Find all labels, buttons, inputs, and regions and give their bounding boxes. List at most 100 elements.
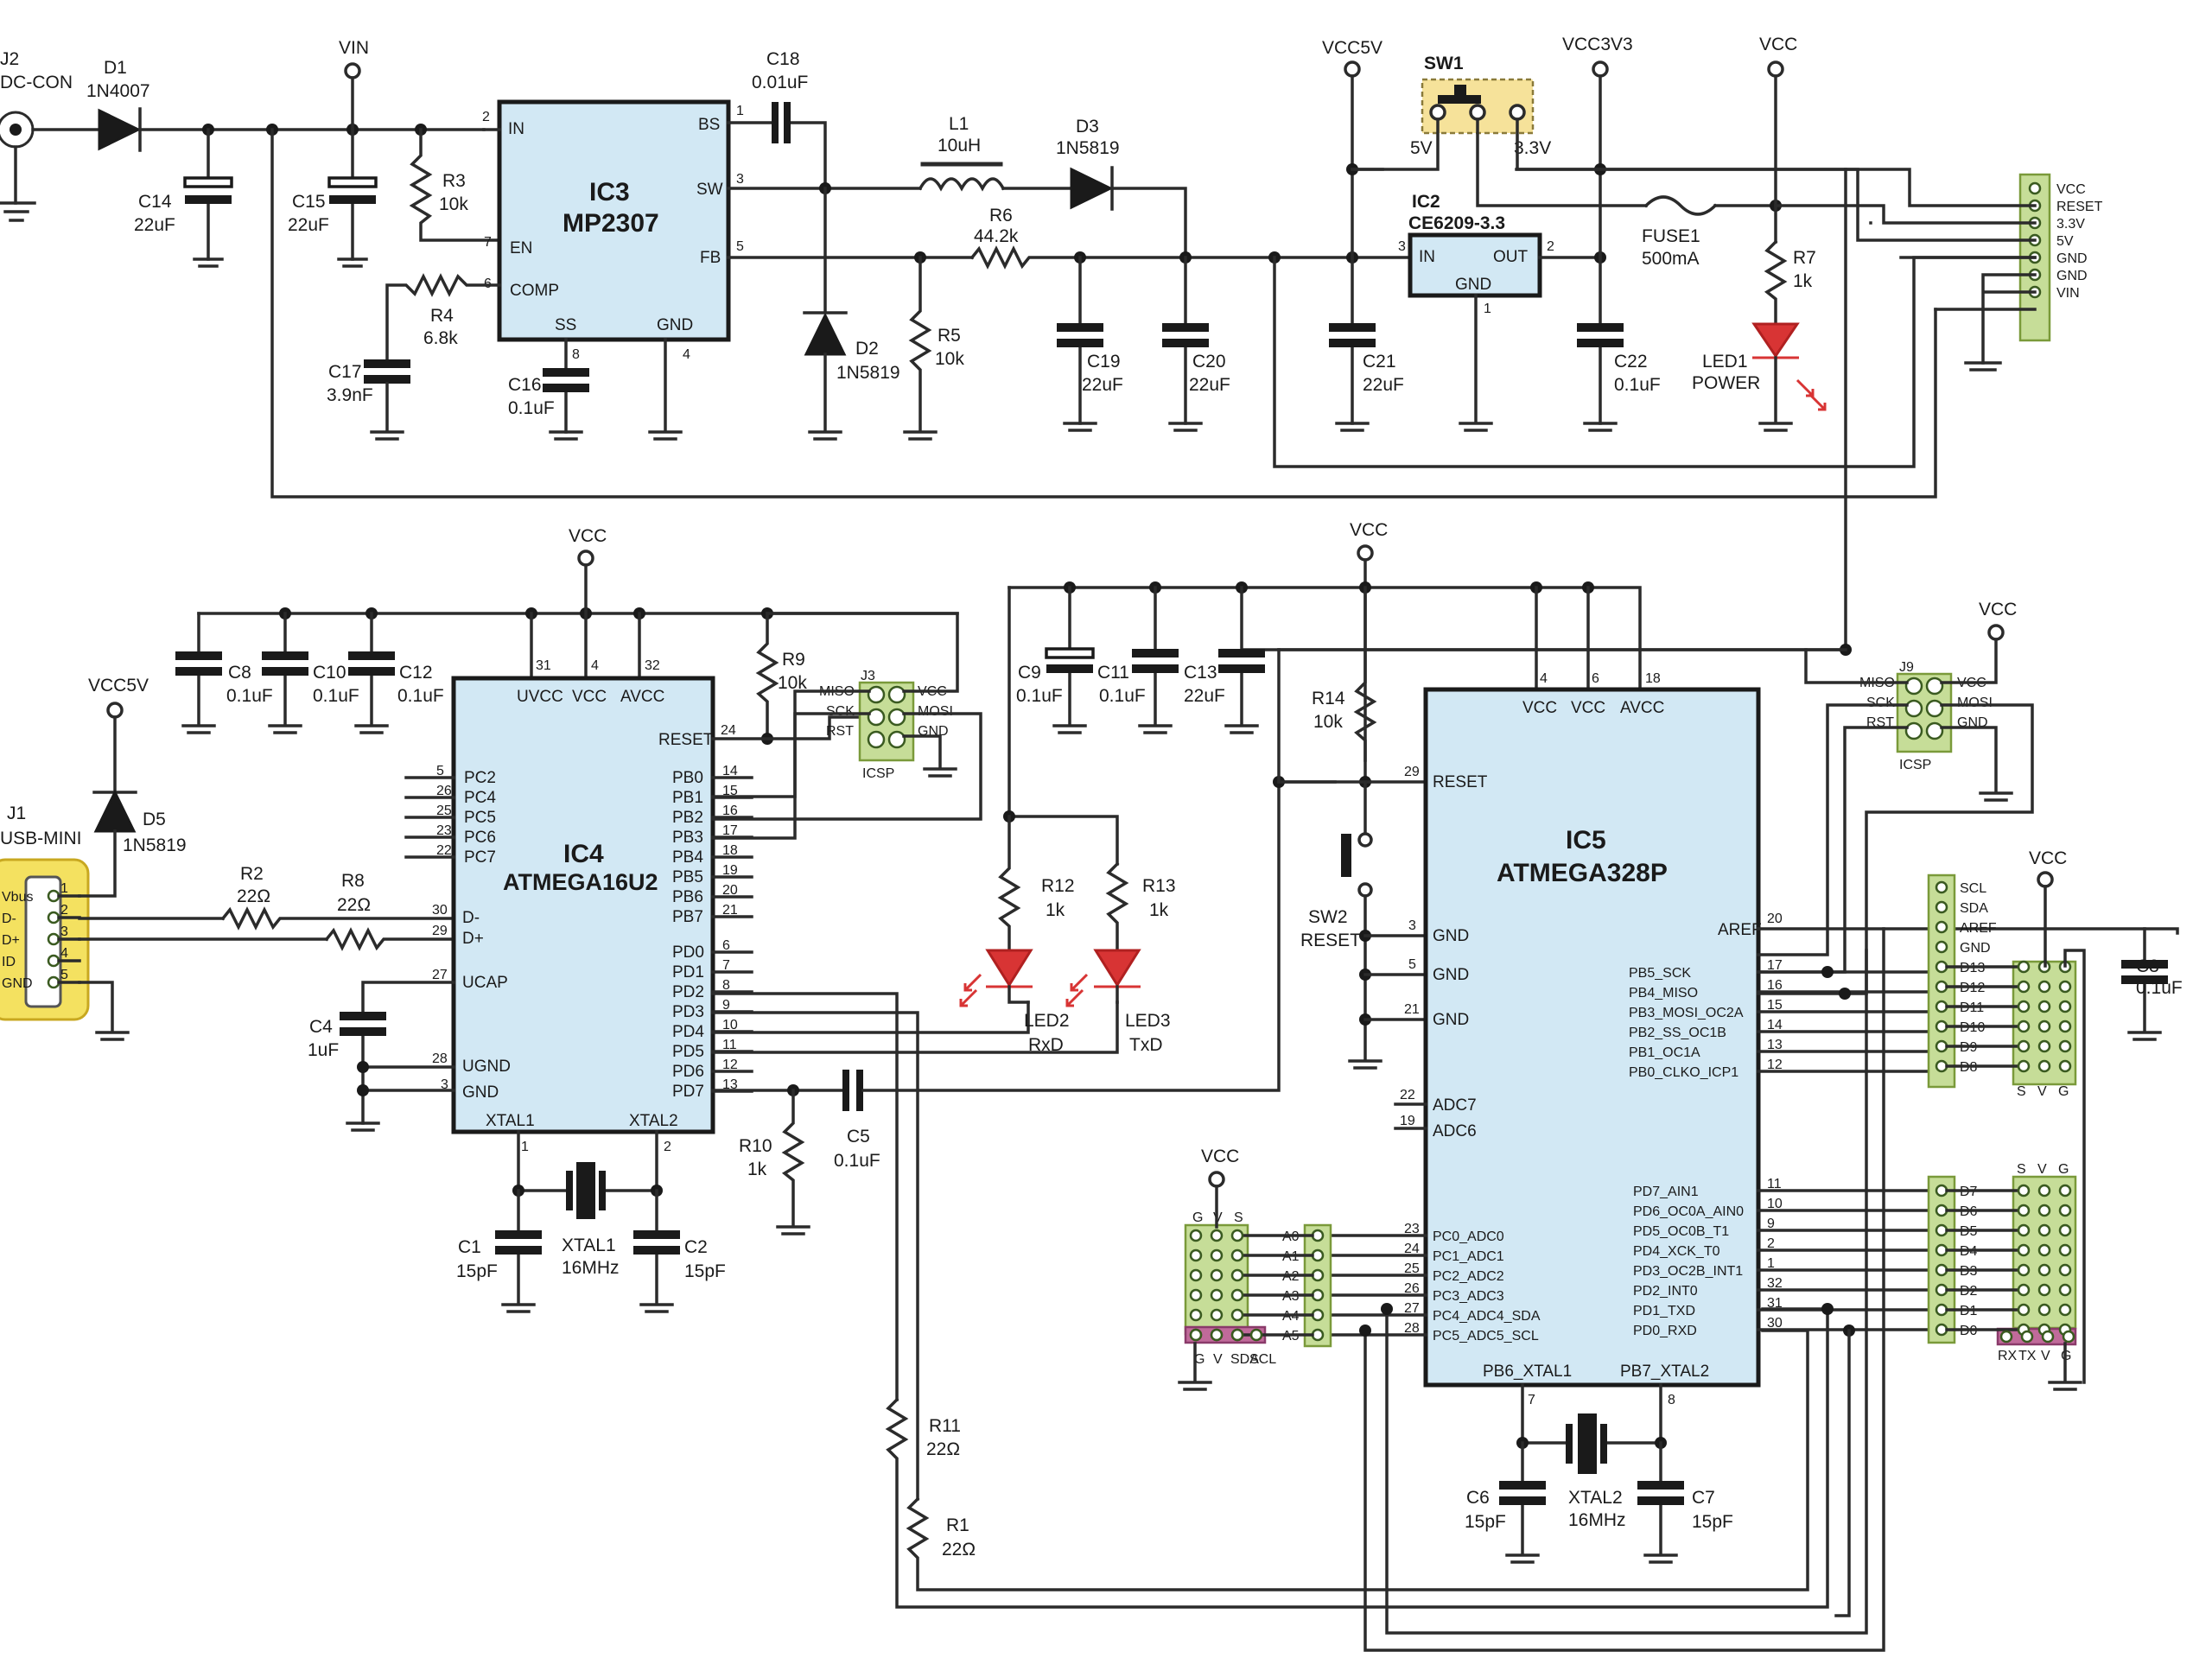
svg-text:10k: 10k (935, 349, 964, 369)
header-c-pin (1935, 1243, 1948, 1257)
svg-text:15pF: 15pF (1465, 1512, 1506, 1532)
svg-text:RxD: RxD (1028, 1035, 1064, 1055)
ic5-pc-pin-label: PC3_ADC3 (1433, 1289, 1504, 1304)
svg-text:5V: 5V (1410, 138, 1433, 158)
svg-text:5: 5 (1408, 957, 1416, 972)
header-c-3pin (2058, 1263, 2072, 1277)
svg-text:R8: R8 (341, 871, 365, 891)
header-b-3pin (2058, 980, 2072, 994)
ic4-right-pin-label: PD7 (672, 1083, 704, 1101)
svg-text:0.1uF: 0.1uF (1099, 686, 1146, 706)
svg-text:IN: IN (1419, 248, 1435, 266)
svg-text:0.1uF: 0.1uF (1016, 686, 1063, 706)
svg-text:TX: TX (2018, 1349, 2037, 1363)
svg-text:29: 29 (432, 924, 448, 938)
ic5-pb-pin-label: PB1_OC1A (1629, 1045, 1700, 1060)
capacitor-c18: C18 0.01uF (727, 49, 827, 190)
header-b-3pin (2037, 1039, 2051, 1053)
resistor-r2: R2 22Ω (220, 864, 455, 931)
ic5-pd-pin-number: 32 (1767, 1276, 1783, 1291)
svg-text:C18: C18 (766, 49, 800, 69)
svg-text:AVCC: AVCC (620, 688, 664, 706)
svg-text:22uF: 22uF (1363, 375, 1404, 395)
svg-text:C8: C8 (228, 663, 251, 683)
ic4-right-pin-label: PB3 (672, 829, 703, 847)
svg-text:UCAP: UCAP (462, 974, 508, 992)
ic4-right-pin-label: PB5 (672, 868, 703, 886)
svg-text:ATMEGA16U2: ATMEGA16U2 (503, 869, 658, 895)
header-b-pin (1935, 880, 1948, 894)
ic5-pc-pin-number: 25 (1404, 1261, 1420, 1276)
ic4-right-pin-label: PD2 (672, 983, 704, 1001)
header-a-3pin (1230, 1229, 1244, 1242)
header-b-3pin (2058, 1059, 2072, 1073)
ic5-pb-pin-number: 13 (1767, 1038, 1783, 1052)
ic4-right-pin-label: PB1 (672, 789, 703, 807)
svg-text:22Ω: 22Ω (237, 886, 270, 906)
svg-text:J3: J3 (861, 669, 875, 683)
header-b-label: SDA (1960, 901, 1988, 916)
vcc-label-icsp2: VCC (1940, 600, 2017, 684)
svg-text:SS: SS (555, 316, 576, 334)
ic4-left-pin-number: 23 (436, 823, 452, 838)
j2-label: J2 (0, 49, 19, 69)
svg-text:AREF: AREF (1718, 921, 1762, 939)
svg-text:VCC: VCC (2029, 848, 2067, 868)
header-b-3pin (2017, 1020, 2031, 1033)
header-a-i2c-pin (1249, 1328, 1263, 1342)
svg-text:C4: C4 (309, 1017, 333, 1037)
ic4-right-pin-label: PD3 (672, 1003, 704, 1021)
header-a-3pin (1210, 1268, 1224, 1282)
svg-text:G: G (1192, 1210, 1203, 1225)
ic5-pb-pin-label: PB2_SS_OC1B (1629, 1026, 1726, 1040)
svg-text:RESET: RESET (1300, 931, 1361, 950)
svg-text:XTAL2: XTAL2 (629, 1112, 678, 1130)
ic4-left-pin-label: PC7 (464, 848, 496, 867)
svg-text:C7: C7 (1692, 1488, 1715, 1508)
svg-text:R5: R5 (938, 326, 961, 346)
svg-text:44.2k: 44.2k (974, 226, 1019, 246)
capacitor-c21: C21 22uF (1329, 256, 1404, 432)
header-c-uart-pin (1999, 1330, 2013, 1344)
svg-text:ATMEGA328P: ATMEGA328P (1497, 859, 1668, 887)
power-header-label: RESET (2056, 200, 2103, 214)
ic4-right-pin-label: PB2 (672, 809, 703, 827)
svg-text:6.8k: 6.8k (423, 328, 458, 348)
svg-text:IC5: IC5 (1566, 826, 1606, 854)
svg-text:VCC5V: VCC5V (88, 676, 149, 696)
svg-text:5: 5 (736, 239, 744, 254)
svg-text:PB6_XTAL1: PB6_XTAL1 (1483, 1363, 1572, 1381)
ic5-pb-pin-label: PB5_SCK (1629, 966, 1691, 981)
c15-label: C15 (292, 192, 326, 212)
ic5-pc-pin-number: 28 (1404, 1321, 1420, 1336)
svg-text:3.3V: 3.3V (1514, 138, 1551, 158)
svg-text:30: 30 (432, 903, 448, 918)
header-b-3pin (2058, 1000, 2072, 1013)
svg-text:RX: RX (1998, 1349, 2018, 1363)
header-c-3pin (2058, 1283, 2072, 1297)
svg-text:0.1uF: 0.1uF (508, 398, 555, 418)
svg-text:1N5819: 1N5819 (1056, 138, 1120, 158)
ic4-right-pin-label: PB6 (672, 888, 703, 906)
svg-text:10uH: 10uH (938, 136, 981, 156)
header-c-uart-pin (2020, 1330, 2034, 1344)
resistor-r10: R10 1k (739, 1089, 810, 1236)
header-b-pin (1935, 1059, 1948, 1073)
svg-text:C12: C12 (399, 663, 433, 683)
ic4-right-pin-number: 6 (722, 938, 730, 953)
capacitor-c11: C11 0.1uF (1097, 586, 1179, 734)
svg-text:C5: C5 (847, 1127, 870, 1147)
resistor-r3: R3 10k (409, 128, 501, 242)
svg-text:RST: RST (826, 724, 854, 739)
svg-text:32: 32 (645, 658, 660, 673)
svg-text:VCC: VCC (1350, 520, 1388, 540)
ic4-left-pin-label: PC4 (464, 789, 496, 807)
svg-text:3.9nF: 3.9nF (327, 385, 373, 405)
svg-text:22Ω: 22Ω (926, 1439, 960, 1459)
header-c-uart-pin (2041, 1330, 2055, 1344)
capacitor-c14: C14 22uF (134, 128, 233, 268)
vcc5v-label-top: VCC5V (1322, 38, 1382, 259)
header-a-pin (1311, 1308, 1325, 1322)
power-header-pin (2028, 181, 2042, 195)
